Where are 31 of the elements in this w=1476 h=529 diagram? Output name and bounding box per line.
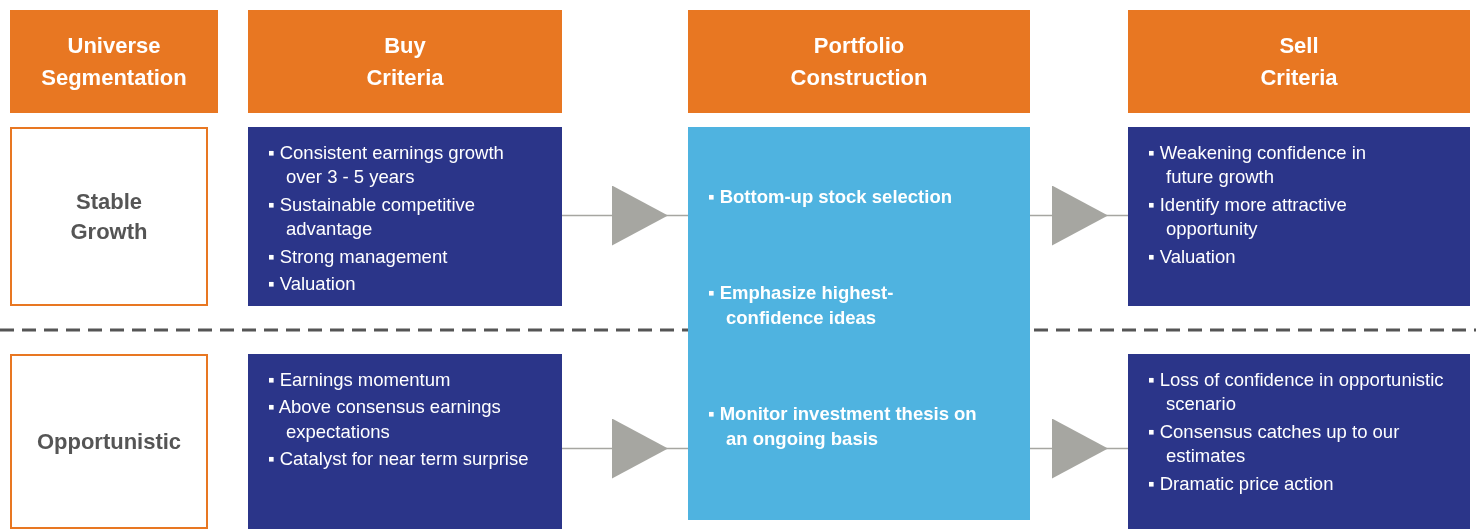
bullet-text: ▪ Valuation <box>268 272 357 297</box>
arrow <box>561 418 689 479</box>
bullet-text: ▪ Catalyst for near term surprise <box>268 447 530 472</box>
process-box <box>688 127 1030 520</box>
bullet-text: ▪ Earnings momentum <box>268 368 452 392</box>
bullet-text: ▪ Consistent earnings growth over 3 - 5 years <box>268 141 505 190</box>
bullet-text: ▪ Loss of confidence in opportunistic scenario <box>1148 368 1445 417</box>
bullet-text: ▪ Strong management <box>268 244 449 269</box>
bullet-text: ▪ Weakening confidence in future growth <box>1148 141 1368 190</box>
bullet-text: ▪ Dramatic price action <box>1148 471 1335 496</box>
arrow <box>561 185 689 246</box>
column-header: Buy Criteria <box>248 10 562 113</box>
criteria-box <box>248 354 562 529</box>
criteria-box <box>248 127 562 306</box>
bullet-text: ▪ Above consensus earnings expectations <box>268 395 502 444</box>
bullet-text: ▪ Identify more attractive opportunity <box>1148 192 1348 242</box>
bullet-text: ▪ Monitor investment thesis on an ongoing basis <box>708 402 978 451</box>
column-header: Sell Criteria <box>1128 10 1470 113</box>
bullet-text: ▪ Sustainable competitive advantage <box>268 192 477 242</box>
bullet-text: ▪ Valuation <box>1148 244 1237 269</box>
segment-box: Stable Growth <box>10 127 208 306</box>
bullet-text: ▪ Bottom-up stock selection <box>708 185 953 209</box>
arrow <box>1029 418 1129 479</box>
bullet-text: ▪ Consensus catches up to our estimates <box>1148 419 1401 469</box>
segment-box: Opportunistic <box>10 354 208 529</box>
column-header: Portfolio Construction <box>688 10 1030 113</box>
criteria-box <box>1128 127 1470 306</box>
criteria-box <box>1128 354 1470 529</box>
bullet-text: ▪ Emphasize highest-confidence ideas <box>708 281 895 330</box>
arrow <box>1029 185 1129 246</box>
column-header: Universe Segmentation <box>10 10 218 113</box>
